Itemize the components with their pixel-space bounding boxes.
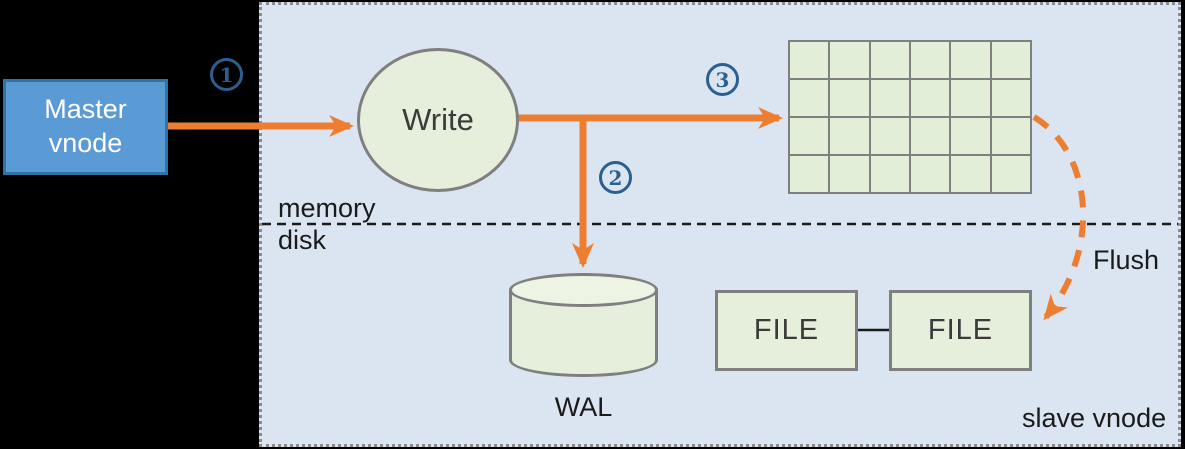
memtable-cell bbox=[910, 80, 950, 116]
wal-cylinder bbox=[509, 273, 658, 377]
memtable-cell bbox=[910, 118, 950, 154]
step-badge-2: 2 bbox=[599, 161, 632, 194]
memtable-cell bbox=[910, 42, 950, 78]
step-number-3: 3 bbox=[715, 67, 730, 92]
file-box-1-label: FILE bbox=[753, 314, 820, 346]
memtable-cell bbox=[830, 42, 869, 78]
memtable-cell bbox=[830, 156, 869, 192]
flush-label: Flush bbox=[1093, 245, 1160, 275]
memtable-cell bbox=[910, 156, 950, 192]
memtable-cell bbox=[951, 80, 990, 116]
memory-label: memory bbox=[278, 193, 376, 223]
memtable-cell bbox=[870, 42, 909, 78]
wal-label: WAL bbox=[554, 392, 613, 422]
memtable-cell bbox=[790, 80, 829, 116]
step-number-2: 2 bbox=[608, 165, 623, 190]
memtable-cell bbox=[830, 80, 869, 116]
memtable-cell bbox=[951, 42, 990, 78]
memtable-grid bbox=[788, 40, 1032, 194]
memtable-cell bbox=[991, 156, 1030, 192]
disk-label: disk bbox=[278, 225, 327, 255]
memtable-cell bbox=[870, 80, 909, 116]
wal-cylinder-body bbox=[509, 290, 658, 377]
file-box-2: FILE bbox=[889, 290, 1032, 371]
memtable-cell bbox=[951, 118, 990, 154]
master-vnode-label-line1: Master bbox=[44, 94, 127, 125]
memtable-cell bbox=[870, 156, 909, 192]
step-badge-1: 1 bbox=[210, 58, 243, 91]
write-node: Write bbox=[357, 48, 519, 192]
slave-vnode-label: slave vnode bbox=[1022, 403, 1167, 433]
memtable-cell bbox=[870, 118, 909, 154]
step-number-1: 1 bbox=[219, 62, 234, 87]
step-badge-3: 3 bbox=[706, 63, 739, 96]
memtable-cell bbox=[790, 118, 829, 154]
master-vnode-box: Master vnode bbox=[3, 79, 168, 175]
wal-cylinder-top bbox=[509, 273, 658, 307]
memtable-cell bbox=[951, 156, 990, 192]
write-node-label: Write bbox=[402, 102, 474, 137]
memtable-cell bbox=[991, 80, 1030, 116]
memtable-cell bbox=[991, 118, 1030, 154]
memtable-cell bbox=[991, 42, 1030, 78]
master-vnode-label-line2: vnode bbox=[48, 128, 123, 158]
memtable-cell bbox=[830, 118, 869, 154]
memtable-cell bbox=[790, 42, 829, 78]
memtable-cell bbox=[790, 156, 829, 192]
file-box-2-label: FILE bbox=[927, 314, 994, 346]
file-box-1: FILE bbox=[715, 290, 858, 371]
